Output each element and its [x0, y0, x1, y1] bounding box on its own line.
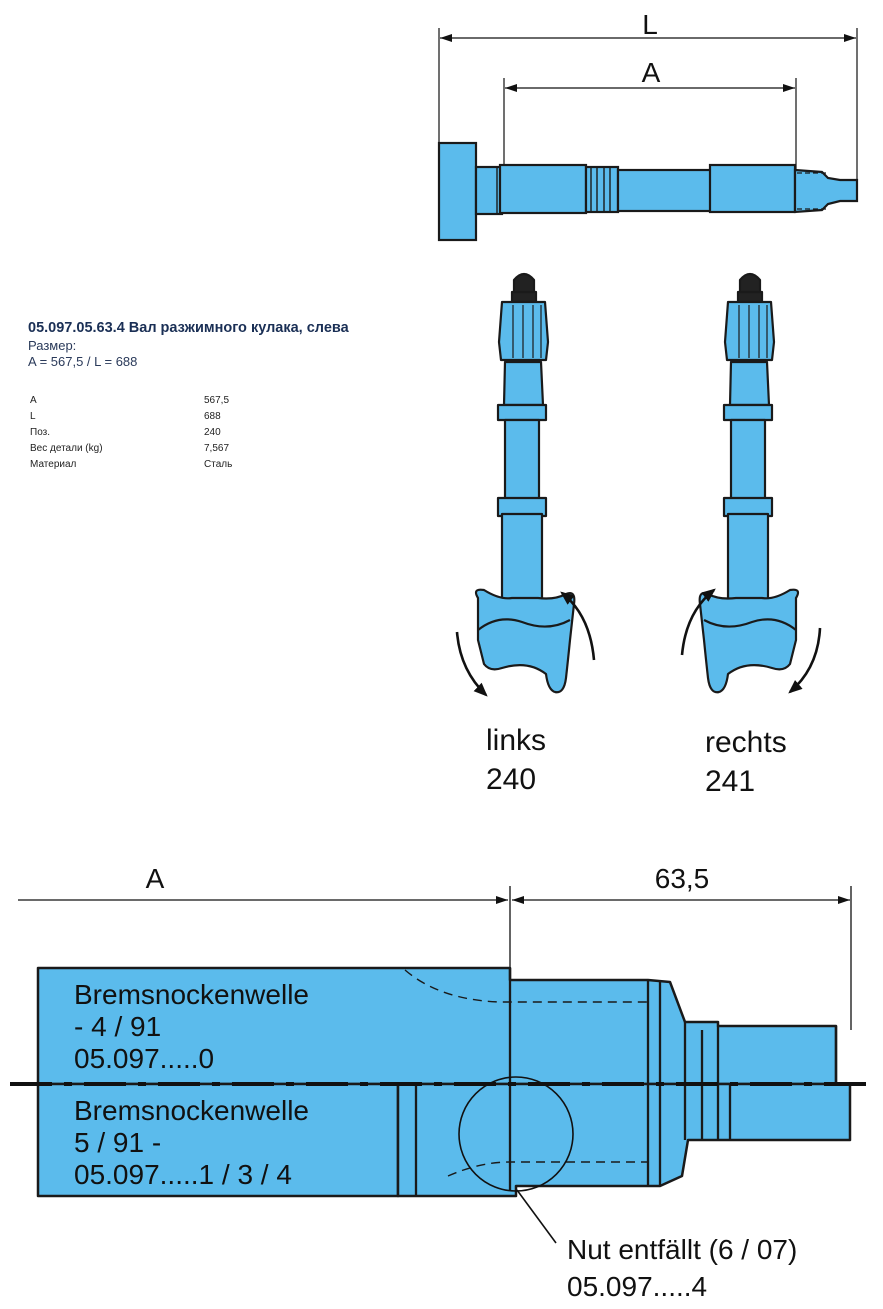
- spec-key: A: [30, 394, 37, 406]
- spec-row: Материал Сталь: [30, 456, 232, 472]
- spec-value: 688: [204, 410, 221, 422]
- spec-table: A 567,5 L 688 Поз. 240 Вес детали (kg) 7,567…: [30, 392, 232, 472]
- product-info: 05.097.05.63.4 Вал разжимного кулака, сл…: [28, 320, 448, 370]
- lower-label-line-3: 05.097.....1 / 3 / 4: [74, 1159, 292, 1190]
- spec-key: L: [30, 410, 36, 422]
- variant-label-left: links: [486, 724, 546, 757]
- upper-label-line-2: - 4 / 91: [74, 1011, 161, 1042]
- spec-value: 240: [204, 426, 221, 438]
- camshaft-left: links 240: [455, 272, 596, 796]
- spec-key: Материал: [30, 458, 77, 470]
- variant-pos-left: 240: [486, 763, 536, 796]
- callout-leader: [516, 1189, 557, 1244]
- detail-drawing: A 63,5: [10, 863, 875, 1302]
- lower-label-line-2: 5 / 91 -: [74, 1127, 161, 1158]
- detail-dimension-label-635: 63,5: [655, 863, 710, 894]
- spec-row: Вес детали (kg) 7,567: [30, 440, 232, 456]
- callout-circle: [458, 1076, 574, 1192]
- variant-label-right: rechts: [705, 726, 787, 759]
- spec-key: Поз.: [30, 426, 50, 438]
- spec-value: 7,567: [204, 442, 230, 454]
- variant-pos-right: 241: [705, 765, 755, 798]
- size-value: A = 567,5 / L = 688: [28, 354, 138, 369]
- callout-label-line-2: 05.097.....4: [567, 1271, 707, 1302]
- spec-value: 567,5: [204, 394, 230, 406]
- spec-row: L 688: [30, 408, 232, 424]
- dimension-label-L: L: [642, 9, 658, 40]
- lower-label-line-1: Bremsnockenwelle: [74, 1095, 309, 1126]
- top-shaft-drawing: L A: [437, 9, 859, 242]
- spec-row: Поз. 240: [30, 424, 232, 440]
- rotation-arrow-left-2: [560, 591, 596, 661]
- rotation-arrow-right-2: [788, 627, 822, 694]
- spec-key: Вес детали (kg): [30, 442, 103, 454]
- camshaft-right: rechts 241: [680, 272, 822, 798]
- size-label: Размер:: [28, 338, 77, 353]
- product-title: 05.097.05.63.4 Вал разжимного кулака, сл…: [28, 320, 349, 336]
- callout-label-line-1: Nut entfällt (6 / 07): [567, 1234, 797, 1265]
- spec-value: Сталь: [204, 458, 233, 470]
- rotation-arrow-left-1: [455, 631, 488, 697]
- rotation-arrow-right-1: [680, 588, 716, 656]
- dimension-label-A: A: [642, 57, 661, 88]
- detail-dimension-label-A: A: [146, 863, 165, 894]
- upper-label-line-3: 05.097.....0: [74, 1043, 214, 1074]
- upper-label-line-1: Bremsnockenwelle: [74, 979, 309, 1010]
- spec-row: A 567,5: [30, 392, 232, 408]
